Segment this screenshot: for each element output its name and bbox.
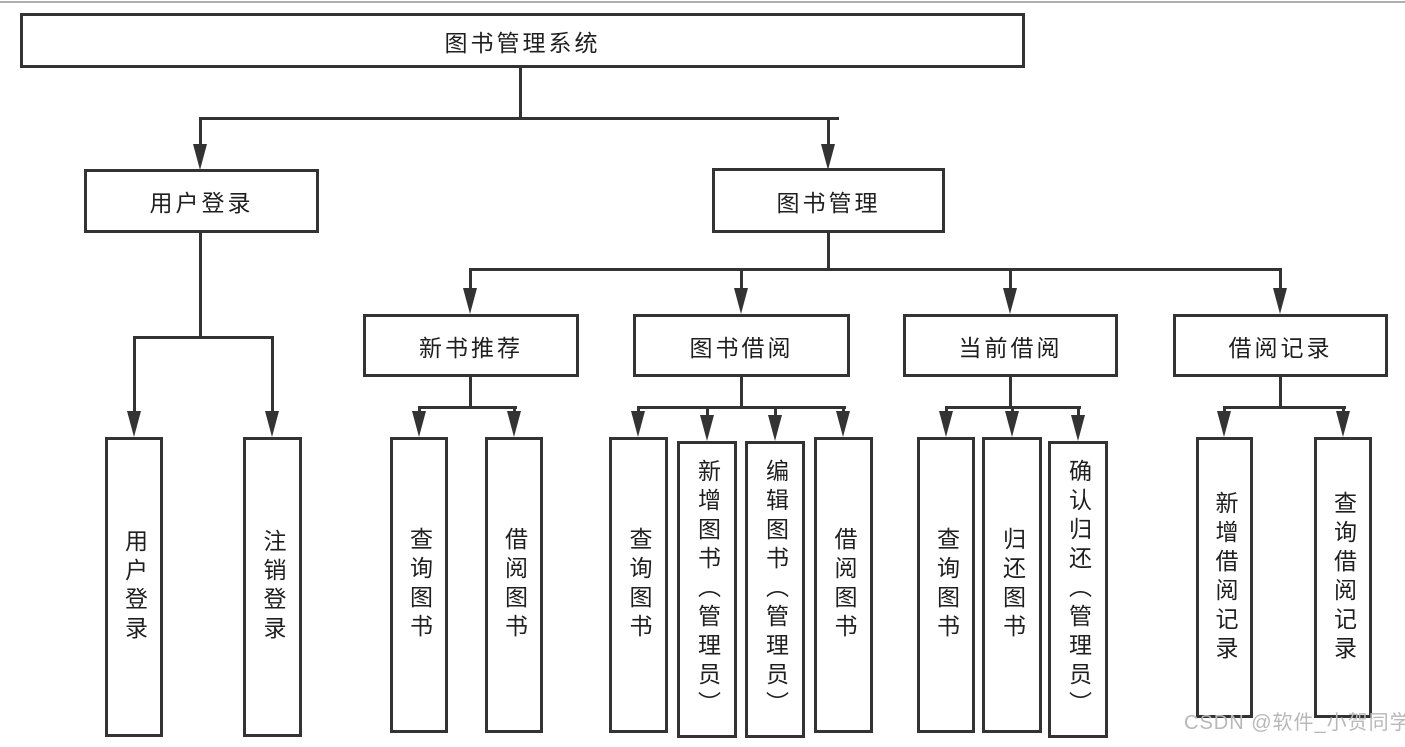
connector-line — [706, 406, 709, 418]
connector-line — [1279, 268, 1282, 291]
arrow-down-icon — [939, 411, 953, 437]
connector-line — [1009, 376, 1012, 408]
connector-line — [133, 336, 136, 413]
leaf-query-books-current: 查询图书 — [917, 437, 975, 733]
connector-line — [774, 406, 777, 418]
arrow-down-icon — [193, 144, 207, 170]
arrow-down-icon — [127, 411, 141, 437]
connector-line — [945, 406, 948, 414]
connector-line — [637, 406, 640, 414]
arrow-down-icon — [1071, 415, 1085, 441]
leaf-borrow-books-borrow: 借阅图书 — [814, 437, 873, 733]
leaf-query-borrow-record: 查询借阅记录 — [1314, 437, 1372, 718]
connector-line — [469, 268, 1282, 271]
connector-line — [513, 406, 516, 414]
node-book-management: 图书管理 — [712, 168, 945, 233]
leaf-confirm-return-admin: 确认归还（管理员） — [1048, 441, 1108, 738]
arrow-down-icon — [821, 144, 835, 170]
connector-line — [469, 376, 472, 408]
arrow-down-icon — [734, 288, 748, 314]
connector-line — [418, 406, 421, 414]
leaf-logout: 注销登录 — [243, 437, 302, 737]
connector-line — [740, 376, 743, 408]
leaf-add-book-admin: 新增图书（管理员） — [677, 441, 737, 738]
node-new-book-recommend: 新书推荐 — [363, 314, 579, 377]
leaf-query-books-borrow: 查询图书 — [609, 437, 668, 733]
arrow-down-icon — [412, 411, 426, 437]
arrow-down-icon — [1005, 411, 1019, 437]
node-book-borrow: 图书借阅 — [633, 314, 850, 377]
node-system-root: 图书管理系统 — [20, 13, 1025, 68]
arrow-down-icon — [265, 411, 279, 437]
node-current-borrow: 当前借阅 — [903, 314, 1118, 377]
connector-line — [199, 232, 202, 338]
connector-line — [1009, 268, 1012, 291]
connector-line — [1011, 406, 1014, 414]
leaf-return-books: 归还图书 — [982, 437, 1042, 733]
arrow-down-icon — [463, 288, 477, 314]
connector-line — [1223, 406, 1346, 409]
csdn-watermark: CSDN @软件_小贺同学 — [1184, 712, 1405, 734]
arrow-down-icon — [1003, 288, 1017, 314]
connector-line — [469, 268, 472, 291]
connector-line — [1223, 406, 1226, 414]
leaf-edit-book-admin: 编辑图书（管理员） — [745, 441, 805, 738]
connector-line — [827, 232, 830, 270]
node-user-login: 用户登录 — [84, 169, 319, 233]
leaf-add-borrow-record: 新增借阅记录 — [1196, 437, 1253, 718]
connector-line — [519, 68, 522, 120]
leaf-user-login: 用户登录 — [105, 437, 163, 737]
node-borrow-records: 借阅记录 — [1173, 314, 1388, 377]
top-border-line — [0, 1, 1405, 3]
connector-line — [199, 117, 839, 120]
arrow-down-icon — [836, 411, 850, 437]
connector-line — [1279, 376, 1282, 408]
connector-line — [1077, 406, 1080, 418]
leaf-query-books-recommend: 查询图书 — [390, 437, 448, 733]
connector-line — [740, 268, 743, 291]
connector-line — [199, 117, 202, 146]
connector-line — [842, 406, 845, 414]
arrow-down-icon — [1273, 288, 1287, 314]
arrow-down-icon — [631, 411, 645, 437]
arrow-down-icon — [700, 415, 714, 441]
arrow-down-icon — [1217, 411, 1231, 437]
connector-line — [133, 336, 274, 339]
leaf-borrow-books-recommend: 借阅图书 — [485, 437, 543, 733]
arrow-down-icon — [768, 415, 782, 441]
connector-line — [271, 336, 274, 413]
connector-line — [1342, 406, 1345, 414]
connector-line — [418, 406, 517, 409]
connector-line — [637, 406, 846, 409]
connector-line — [827, 117, 830, 146]
arrow-down-icon — [507, 411, 521, 437]
arrow-down-icon — [1336, 411, 1350, 437]
